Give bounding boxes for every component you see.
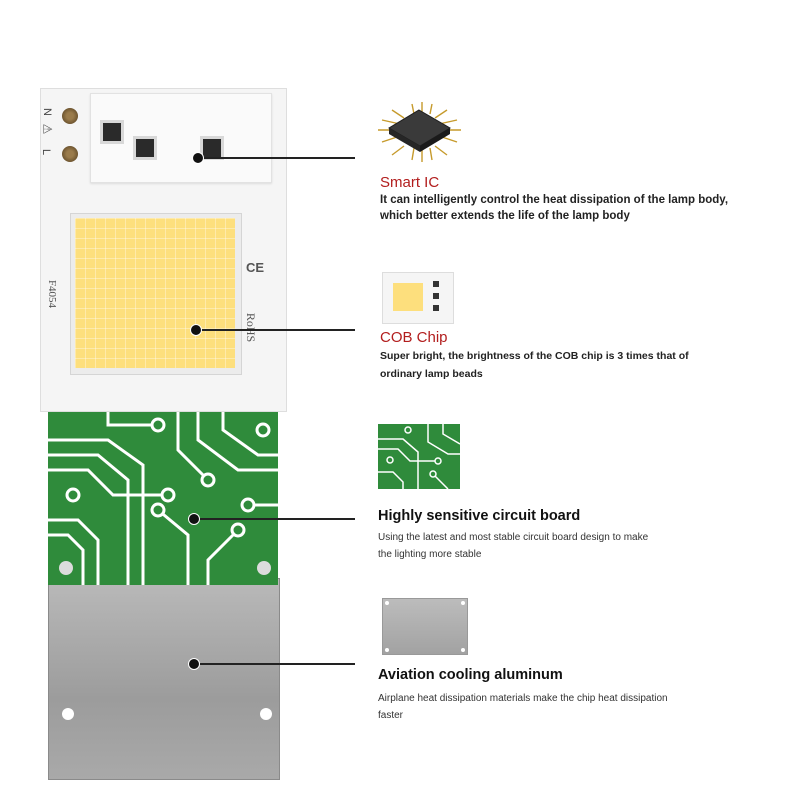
leader-line-aluminum — [193, 663, 355, 665]
feature-desc-smart-ic: It can intelligently control the heat di… — [380, 192, 790, 224]
terminal-label-n: N — [40, 108, 53, 116]
desc-line: Super bright, the brightness of the COB … — [380, 350, 689, 362]
desc-line: the lighting more stable — [378, 549, 482, 560]
pcb-traces — [48, 410, 278, 585]
desc-line: It can intelligently control the heat di… — [380, 194, 729, 206]
feature-title-smart-ic: Smart IC — [380, 174, 440, 191]
rohs-mark: RoHS — [244, 312, 259, 343]
leader-line-smart-ic — [197, 157, 355, 159]
feature-desc-cob-chip: Super bright, the brightness of the COB … — [380, 347, 790, 383]
leader-dot — [192, 152, 204, 164]
ic-component — [133, 136, 157, 160]
ce-mark: CE — [246, 260, 265, 275]
cob-module-thumbnail — [382, 272, 454, 324]
leader-dot — [188, 513, 200, 525]
leader-dot — [190, 324, 202, 336]
terminal-pad — [62, 146, 78, 162]
thumb-ic — [433, 293, 439, 299]
aluminum-plate-thumbnail — [382, 598, 468, 655]
cob-module-illustration: N ⚠ L CE RoHS F4054 — [40, 88, 290, 788]
aluminum-layer — [48, 578, 280, 780]
circuit-board-thumbnail — [378, 424, 460, 489]
feature-desc-aluminum: Airplane heat dissipation materials make… — [378, 690, 788, 724]
feature-title-aluminum: Aviation cooling aluminum — [378, 667, 563, 683]
thumb-ic — [433, 281, 439, 287]
feature-title-circuit-board: Highly sensitive circuit board — [378, 508, 581, 524]
thumb-ic — [433, 305, 439, 311]
mounting-hole — [62, 708, 74, 720]
leader-line-circuit-board — [193, 518, 355, 520]
ic-chip-icon — [378, 102, 461, 162]
desc-line: ordinary lamp beads — [380, 368, 483, 380]
cob-chip-emitter — [75, 218, 235, 368]
feature-desc-circuit-board: Using the latest and most stable circuit… — [378, 529, 788, 563]
desc-line: faster — [378, 710, 404, 721]
leader-dot — [188, 658, 200, 670]
ic-component — [100, 120, 124, 144]
warning-icon: ⚠ — [40, 123, 55, 135]
plate-hole — [385, 601, 389, 605]
plate-hole — [461, 601, 465, 605]
plate-hole — [385, 648, 389, 652]
feature-title-cob-chip: COB Chip — [380, 329, 448, 346]
desc-line: Using the latest and most stable circuit… — [378, 532, 649, 543]
terminal-pad — [62, 108, 78, 124]
desc-line: which better extends the life of the lam… — [380, 210, 630, 222]
leader-line-cob-chip — [195, 329, 355, 331]
mounting-hole — [260, 708, 272, 720]
thumb-cob-emitter — [393, 283, 423, 311]
plate-hole — [461, 648, 465, 652]
pcb-layer — [48, 410, 278, 585]
terminal-label-l: L — [40, 148, 53, 156]
model-marking: F4054 — [46, 279, 59, 309]
desc-line: Airplane heat dissipation materials make… — [378, 693, 668, 704]
